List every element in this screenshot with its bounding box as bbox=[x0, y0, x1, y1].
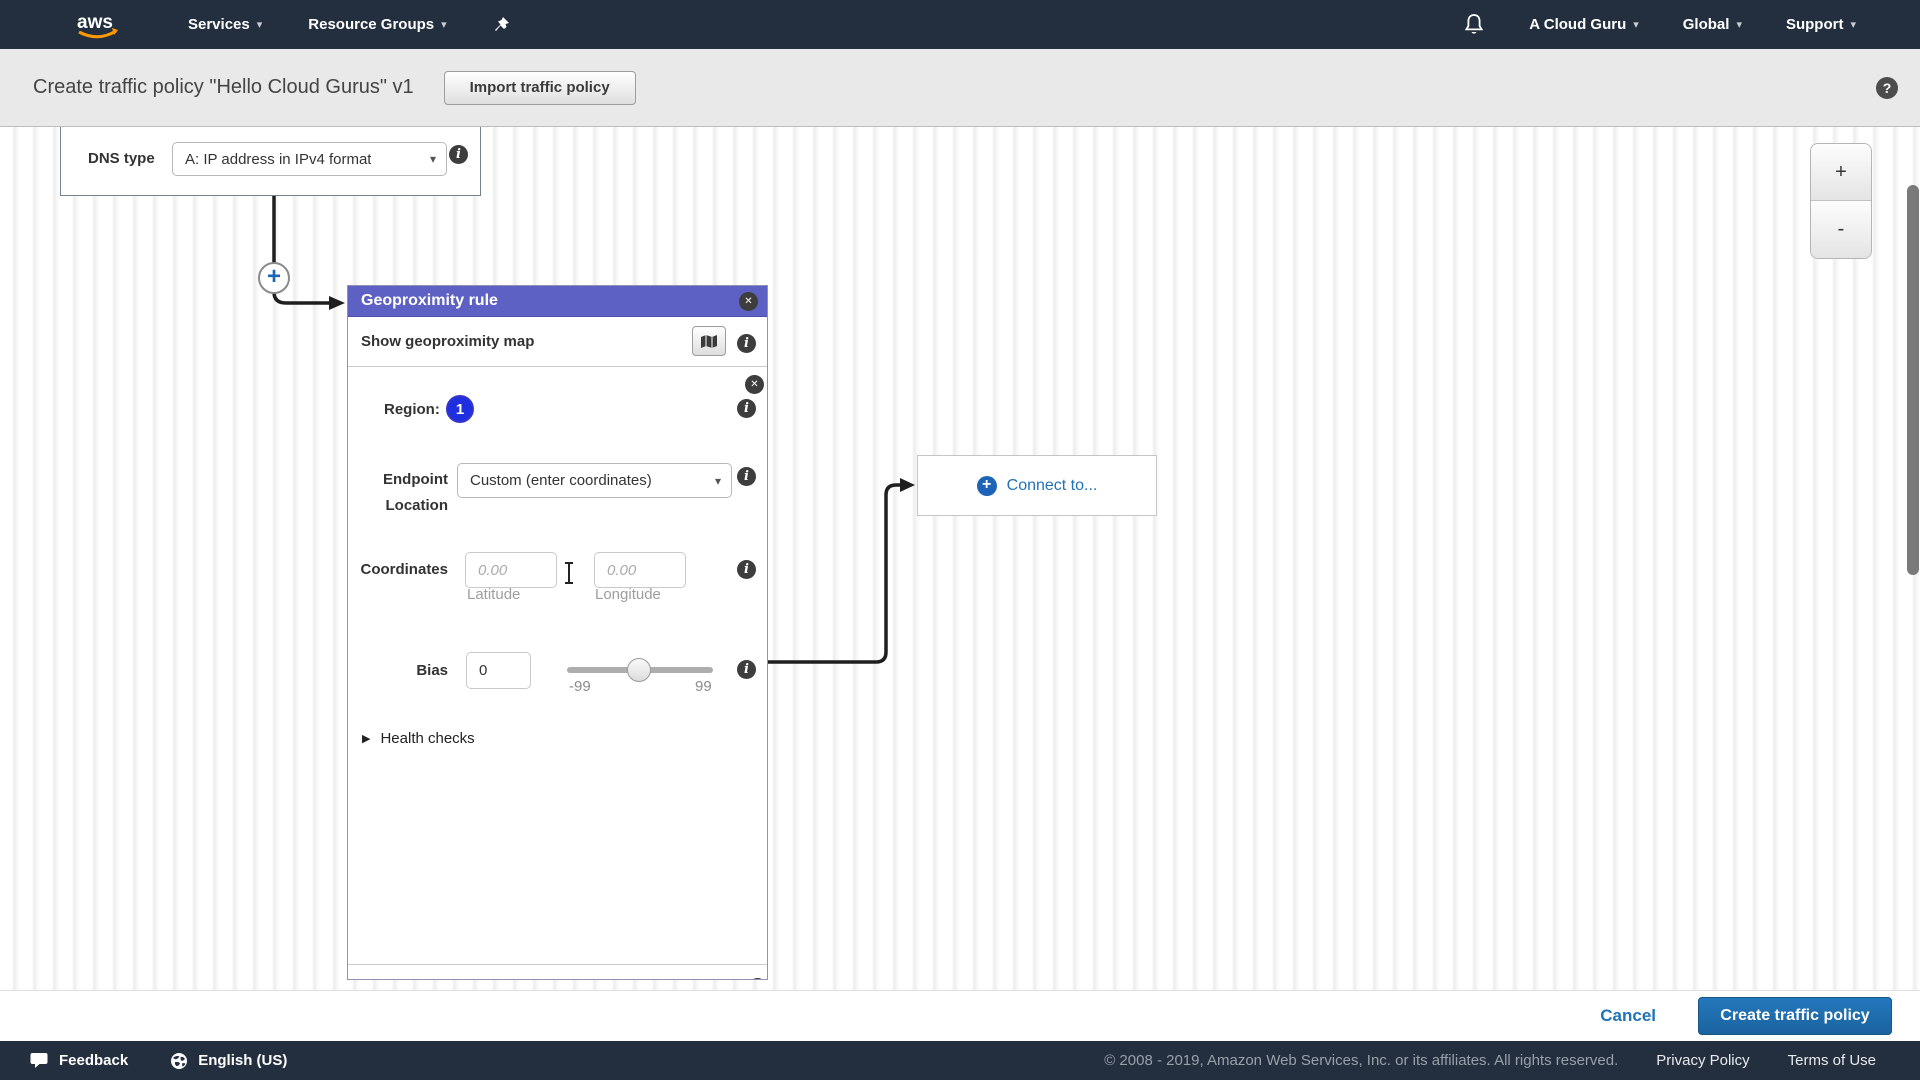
show-map-button[interactable] bbox=[692, 326, 726, 356]
nav-services[interactable]: Services ▾ bbox=[188, 16, 262, 33]
bias-label: Bias bbox=[416, 662, 448, 679]
aws-smile-icon bbox=[78, 29, 117, 38]
create-traffic-policy-button[interactable]: Create traffic policy bbox=[1698, 997, 1892, 1035]
rule-panel-header bbox=[348, 286, 767, 317]
dns-type-select[interactable]: A: IP address in IPv4 format ▾ bbox=[172, 142, 447, 176]
canvas-zoom-controls: + - bbox=[1810, 143, 1872, 259]
dns-type-label: DNS type bbox=[88, 150, 155, 167]
chevron-down-icon: ▾ bbox=[1736, 19, 1742, 31]
chevron-down-icon: ▾ bbox=[1850, 19, 1856, 31]
nav-resource-groups[interactable]: Resource Groups ▾ bbox=[308, 16, 446, 33]
import-traffic-policy-button[interactable]: Import traffic policy bbox=[443, 70, 636, 105]
map-icon bbox=[701, 334, 717, 348]
language-selector[interactable]: English (US) bbox=[170, 1052, 287, 1070]
nav-account-menu[interactable]: A Cloud Guru ▾ bbox=[1529, 16, 1638, 33]
zoom-out-button[interactable]: - bbox=[1811, 201, 1871, 258]
endpoint-location-select[interactable]: Custom (enter coordinates) ▾ bbox=[457, 463, 732, 498]
dns-type-info-icon[interactable]: i bbox=[449, 145, 468, 164]
show-geoproximity-map-label: Show geoproximity map bbox=[361, 333, 535, 350]
page-header: Create traffic policy "Hello Cloud Gurus… bbox=[0, 49, 1920, 127]
nav-region-label: Global bbox=[1682, 16, 1730, 33]
globe-icon bbox=[171, 1052, 188, 1069]
top-nav-bar: aws Services ▾ Resource Groups ▾ bbox=[0, 0, 1920, 49]
footer-bar: Feedback English (US) © 2008 - 2019, Ama… bbox=[0, 1041, 1920, 1080]
help-icon[interactable]: ? bbox=[1876, 77, 1898, 99]
chevron-down-icon: ▾ bbox=[441, 19, 447, 31]
nav-services-label: Services bbox=[188, 16, 250, 33]
endpoint-location-info-icon[interactable]: i bbox=[737, 467, 756, 486]
bias-input[interactable] bbox=[466, 652, 531, 689]
copyright-text: © 2008 - 2019, Amazon Web Services, Inc.… bbox=[1104, 1052, 1619, 1069]
longitude-input[interactable] bbox=[594, 552, 686, 588]
section-divider bbox=[348, 366, 767, 367]
coordinates-label: Coordinates bbox=[360, 561, 448, 578]
connect-plus-icon: + bbox=[976, 475, 997, 496]
text-cursor-icon bbox=[563, 562, 575, 584]
cancel-button[interactable]: Cancel bbox=[1600, 1006, 1656, 1025]
language-label: English (US) bbox=[198, 1052, 288, 1069]
speech-bubble-icon bbox=[30, 1053, 48, 1068]
section-divider bbox=[348, 964, 767, 965]
bias-max-label: 99 bbox=[695, 678, 712, 695]
endpoint-location-selected-value: Custom (enter coordinates) bbox=[470, 472, 652, 489]
traffic-policy-canvas: DNS type A: IP address in IPv4 format ▾ … bbox=[0, 127, 1920, 990]
feedback-label: Feedback bbox=[59, 1052, 129, 1069]
nav-region-menu[interactable]: Global ▾ bbox=[1683, 16, 1742, 33]
pin-icon[interactable] bbox=[493, 16, 510, 33]
endpoint-location-label: Endpoint Location bbox=[348, 467, 448, 519]
endpoint-label-line1: Endpoint bbox=[383, 471, 448, 488]
health-checks-expander[interactable]: ▶ Health checks bbox=[362, 730, 475, 747]
aws-logo[interactable]: aws bbox=[72, 8, 124, 42]
latitude-input[interactable] bbox=[465, 552, 557, 588]
nav-support-label: Support bbox=[1785, 16, 1844, 33]
connect-to-box[interactable]: + Connect to... bbox=[917, 455, 1157, 516]
chevron-down-icon: ▾ bbox=[256, 19, 263, 31]
footer-right-group: © 2008 - 2019, Amazon Web Services, Inc.… bbox=[1104, 1052, 1876, 1069]
connect-to-label: Connect to... bbox=[1006, 476, 1098, 494]
bias-min-label: -99 bbox=[569, 678, 591, 695]
latitude-caption: Latitude bbox=[467, 586, 521, 603]
bottom-action-bar: Cancel Create traffic policy bbox=[0, 990, 1920, 1041]
dns-type-selected-value: A: IP address in IPv4 format bbox=[185, 150, 372, 168]
add-rule-node-button[interactable]: + bbox=[258, 262, 290, 294]
chevron-down-icon: ▾ bbox=[429, 152, 436, 166]
show-map-info-icon[interactable]: i bbox=[737, 334, 756, 353]
close-rule-icon[interactable]: ✕ bbox=[739, 292, 758, 311]
health-checks-label: Health checks bbox=[380, 730, 475, 747]
chevron-down-icon: ▾ bbox=[714, 473, 721, 488]
region-number-badge[interactable]: 1 bbox=[446, 395, 474, 423]
longitude-caption: Longitude bbox=[595, 586, 661, 603]
aws-logo-text: aws bbox=[77, 12, 113, 33]
footer-left-group: Feedback English (US) bbox=[30, 1052, 287, 1070]
notification-bell-icon[interactable] bbox=[1463, 13, 1485, 37]
remove-region-icon[interactable]: ✕ bbox=[745, 375, 764, 394]
vertical-scrollbar-thumb[interactable] bbox=[1907, 185, 1919, 575]
nav-account-label: A Cloud Guru bbox=[1529, 16, 1627, 33]
bias-slider-handle[interactable] bbox=[627, 658, 651, 682]
nav-support-menu[interactable]: Support ▾ bbox=[1786, 16, 1856, 33]
clipped-info-icon[interactable]: i bbox=[748, 978, 767, 979]
endpoint-label-line2: Location bbox=[385, 497, 449, 514]
region-info-icon[interactable]: i bbox=[737, 399, 756, 418]
connector-lines bbox=[272, 196, 915, 664]
chevron-down-icon: ▾ bbox=[1633, 19, 1639, 31]
page-title: Create traffic policy "Hello Cloud Gurus… bbox=[33, 76, 414, 98]
rule-panel-title: Geoproximity rule bbox=[361, 292, 498, 309]
coordinates-info-icon[interactable]: i bbox=[737, 560, 756, 579]
expand-triangle-icon: ▶ bbox=[362, 733, 371, 745]
bias-info-icon[interactable]: i bbox=[737, 660, 756, 679]
region-label: Region: bbox=[384, 401, 440, 418]
terms-of-use-link[interactable]: Terms of Use bbox=[1787, 1052, 1876, 1069]
geoproximity-rule-panel: Geoproximity rule ✕ Show geoproximity ma… bbox=[347, 285, 768, 980]
zoom-in-button[interactable]: + bbox=[1811, 144, 1871, 201]
nav-left-group: Services ▾ Resource Groups ▾ bbox=[188, 16, 510, 33]
dns-type-node: DNS type A: IP address in IPv4 format ▾ … bbox=[60, 127, 481, 196]
nav-right-group: A Cloud Guru ▾ Global ▾ Support ▾ bbox=[1463, 13, 1856, 37]
privacy-policy-link[interactable]: Privacy Policy bbox=[1656, 1052, 1750, 1069]
feedback-button[interactable]: Feedback bbox=[30, 1052, 128, 1069]
nav-resource-groups-label: Resource Groups bbox=[308, 16, 435, 33]
